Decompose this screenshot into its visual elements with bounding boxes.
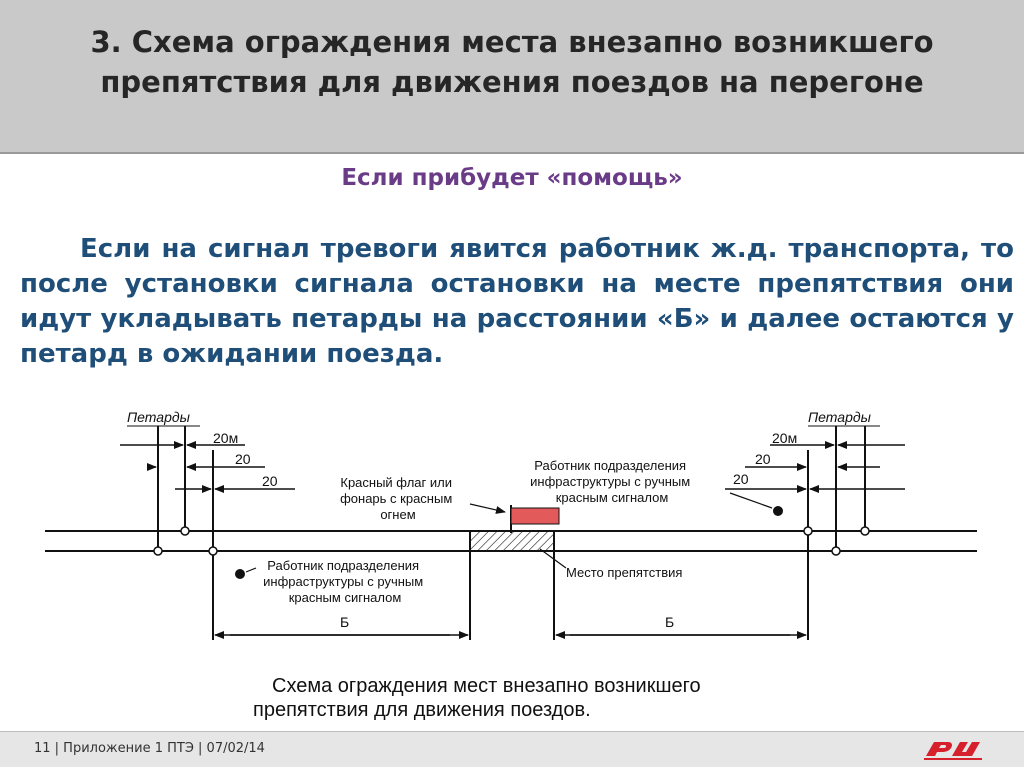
subtitle: Если прибудет «помощь» [341,165,683,191]
body-paragraph: Если на сигнал тревоги явится работник ж… [20,234,1014,369]
fencing-diagram: Петарды Петарды 20м 20 20 20м 20 20 Крас… [45,409,977,721]
right-20m-label: 20м [772,430,797,446]
footer-text: 11 | Приложение 1 ПТЭ | 07/02/14 [34,741,265,756]
worker-bottom-label: Работник подразделения инфраструктуры с … [263,558,427,605]
rzd-logo [924,742,982,760]
right-20-label-a: 20 [755,451,771,467]
left-petard-2 [180,526,190,536]
title-bar: 3. Схема ограждения места внезапно возни… [0,0,1024,154]
b-right-label: Б [665,614,674,630]
right-20-label-b: 20 [733,471,749,487]
diagram-caption: Схема ограждения мест внезапно возникшег… [253,675,706,721]
left-20m-label: 20м [213,430,238,446]
obstacle-label: Место препятствия [566,565,682,580]
obstacle-area [469,530,555,552]
red-flag [510,507,560,525]
worker-top-marker [773,506,783,516]
petardy-left-label: Петарды [127,409,191,425]
red-flag-label: Красный флаг или фонарь с красным огнем [340,475,456,522]
right-petard-1 [860,526,870,536]
footer: 11 | Приложение 1 ПТЭ | 07/02/14 [0,731,1024,767]
left-20-label-a: 20 [235,451,251,467]
right-petard-3 [803,526,813,536]
b-left-label: Б [340,614,349,630]
left-20-label-b: 20 [262,473,278,489]
left-petard-3 [208,546,218,556]
page-title: 3. Схема ограждения места внезапно возни… [90,25,934,99]
petardy-right-label: Петарды [808,409,872,425]
worker-top-label: Работник подразделения инфраструктуры с … [530,458,694,505]
right-petard-2 [831,546,841,556]
left-petard-1 [153,546,163,556]
worker-bottom-marker [235,569,245,579]
